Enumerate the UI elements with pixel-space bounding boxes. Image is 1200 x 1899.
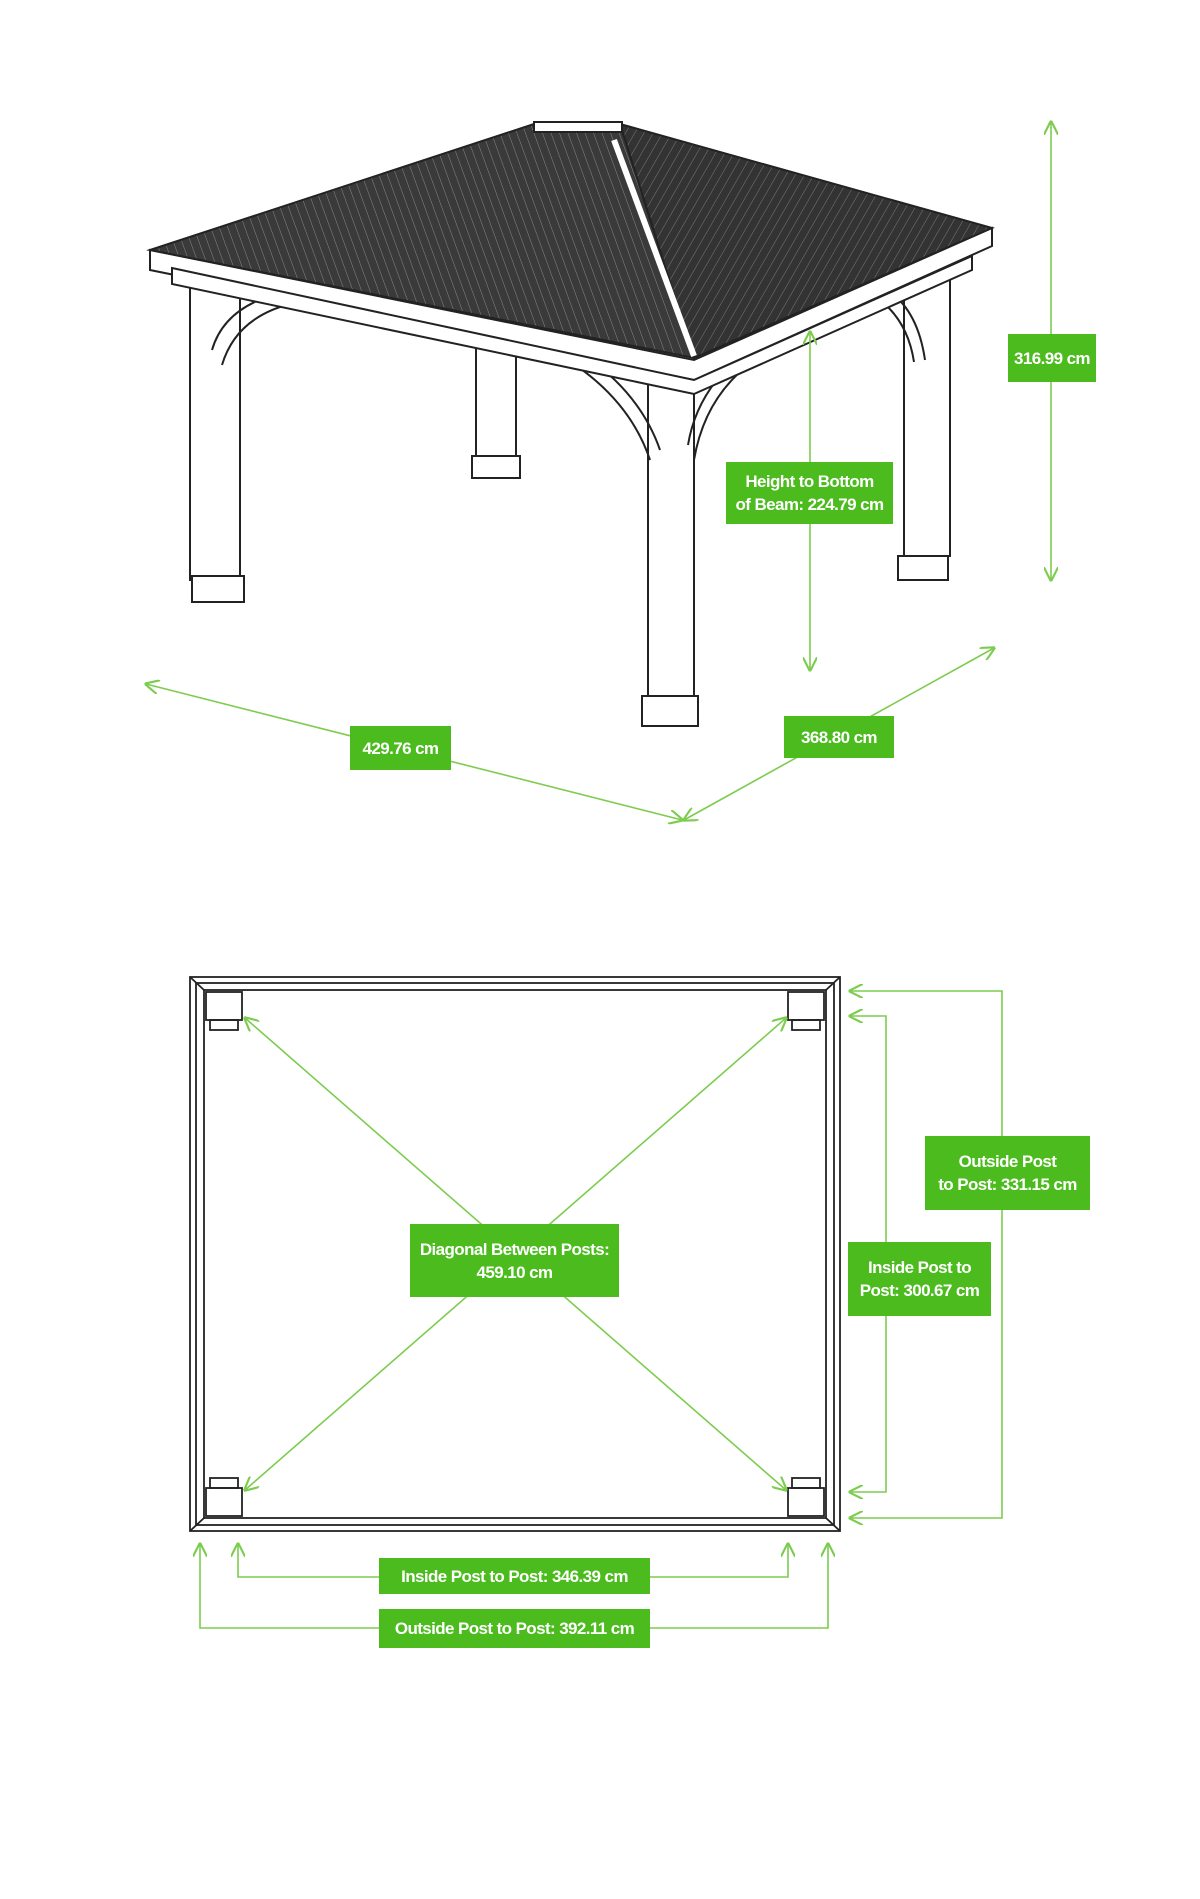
depth-text: 368.80 cm: [801, 727, 877, 747]
gazebo-right-post: [879, 279, 951, 581]
inside-side-label: Inside Post to Post: 300.67 cm: [848, 1242, 991, 1316]
width-label: 429.76 cm: [350, 726, 451, 770]
gazebo-fascia-beam: [149, 226, 993, 396]
post-bottom-left: [205, 1477, 243, 1517]
beam-height-line2: of Beam: 224.79 cm: [735, 495, 885, 514]
gazebo-left-post: [189, 279, 291, 603]
post-bottom-right: [787, 1477, 825, 1517]
gazebo-front-post: [567, 351, 756, 727]
beam-height-line1: Height to Bottom: [745, 472, 874, 491]
outside-front-text: Outside Post to Post: 392.11 cm: [394, 1619, 635, 1638]
beam-height-label: Height to Bottom of Beam: 224.79 cm: [726, 462, 893, 524]
outside-side-label: Outside Post to Post: 331.15 cm: [925, 1136, 1090, 1210]
inside-side-line2: Post: 300.67 cm: [859, 1281, 980, 1300]
inside-front-text: Inside Post to Post: 346.39 cm: [401, 1566, 628, 1586]
diagonal-line2: 459.10 cm: [476, 1262, 553, 1282]
diagonal-label: Diagonal Between Posts: 459.10 cm: [410, 1224, 619, 1297]
gazebo-back-post: [471, 339, 521, 479]
post-top-left: [205, 991, 243, 1031]
gazebo-perspective-drawing: [146, 121, 995, 727]
total-height-text: 316.99 cm: [1014, 348, 1090, 368]
outside-side-bracket: [850, 991, 1003, 1518]
total-height-label: 316.99 cm: [1008, 334, 1096, 382]
outside-front-label: Outside Post to Post: 392.11 cm: [379, 1609, 650, 1648]
outside-side-line1: Outside Post: [958, 1152, 1057, 1171]
gazebo-plan-drawing: [189, 976, 841, 1532]
gazebo-roof: [146, 121, 995, 360]
depth-label: 368.80 cm: [784, 716, 894, 758]
inside-front-label: Inside Post to Post: 346.39 cm: [379, 1558, 650, 1594]
width-text: 429.76 cm: [362, 738, 439, 758]
outside-side-line2: to Post: 331.15 cm: [938, 1175, 1077, 1194]
inside-side-line1: Inside Post to: [867, 1258, 972, 1277]
post-top-right: [787, 991, 825, 1031]
diagonal-line1: Diagonal Between Posts:: [419, 1239, 610, 1259]
